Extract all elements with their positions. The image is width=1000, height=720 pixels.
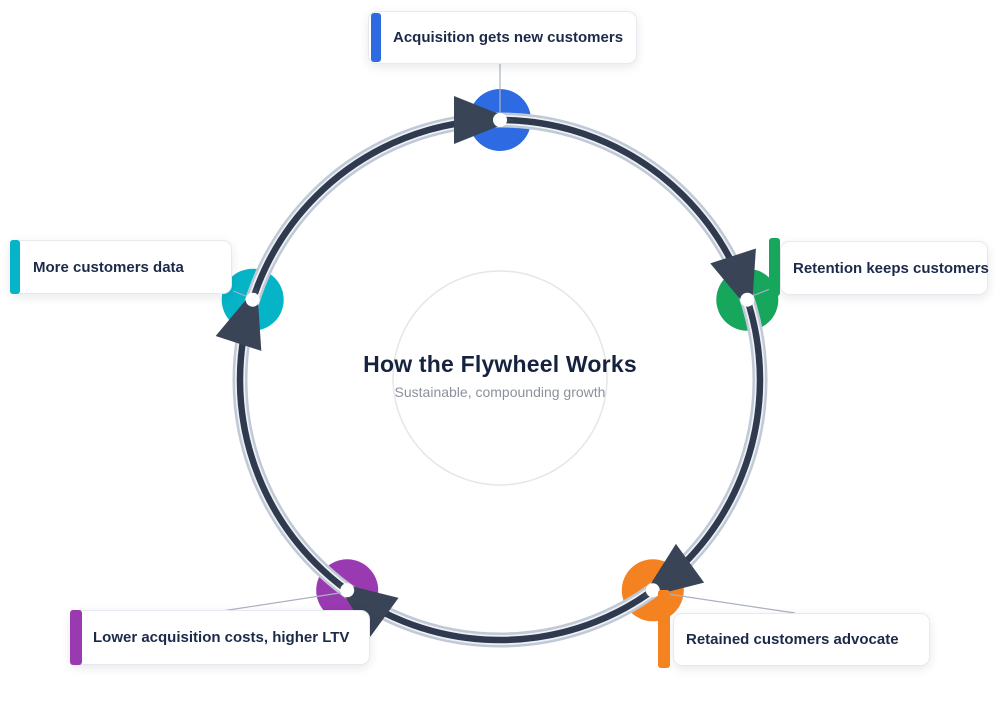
accent-bar-data — [10, 240, 20, 294]
hub-dot-acquisition — [493, 113, 507, 127]
diagram-subtitle: Sustainable, compounding growth — [394, 384, 606, 400]
accent-bar-acquisition — [371, 13, 381, 62]
label-text-ltv: Lower acquisition costs, higher LTV — [93, 629, 350, 646]
accent-bar-advocacy — [658, 590, 670, 668]
inner-guide-circle — [392, 270, 608, 486]
accent-bar-retention — [769, 238, 780, 296]
hub-dot-advocacy — [645, 583, 660, 598]
hub-dot-ltv — [340, 583, 355, 598]
label-text-acquisition: Acquisition gets new customers — [393, 29, 624, 46]
label-card-advocacy: Retained customers advocate — [673, 613, 930, 666]
leader-line-advocacy — [653, 591, 796, 614]
accent-bar-ltv — [70, 610, 82, 665]
diagram-title: How the Flywheel Works — [363, 351, 637, 377]
label-card-ltv: Lower acquisition costs, higher LTV — [70, 610, 370, 665]
label-card-retention: Retention keeps customers — [780, 241, 989, 295]
clockwise-arrow-icon-acquisition — [454, 96, 514, 144]
label-text-data: More customers data — [33, 258, 184, 276]
label-text-advocacy: Retained customers advocate — [686, 631, 899, 648]
label-card-data: More customers data — [10, 240, 232, 294]
hub-dot-retention — [740, 292, 755, 307]
leader-line-ltv — [221, 591, 347, 612]
label-text-retention: Retention keeps customers — [793, 259, 989, 277]
label-card-acquisition: Acquisition gets new customers — [368, 11, 637, 64]
hub-dot-data — [245, 292, 260, 307]
